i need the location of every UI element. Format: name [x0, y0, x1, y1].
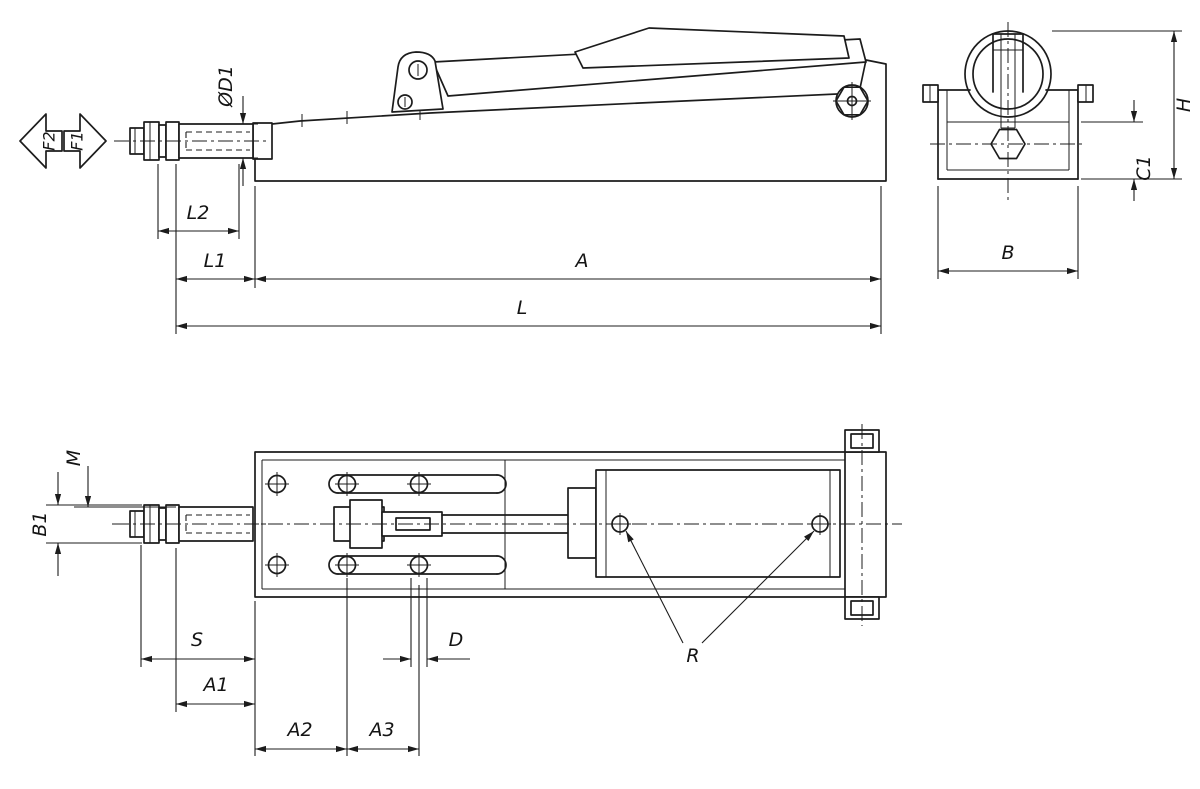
- dim-h: H: [1052, 30, 1195, 180]
- dim-label-a: A: [574, 250, 589, 272]
- handle-grip: [574, 27, 850, 69]
- dim-label-l: L: [517, 297, 528, 319]
- dim-s: S: [140, 545, 256, 756]
- screw-hole: [265, 472, 289, 496]
- dim-label-a1: A1: [201, 674, 228, 696]
- screw-holes: [265, 472, 431, 577]
- dim-a1: A1: [175, 548, 255, 712]
- force-arrow-f1-shape: [63, 113, 107, 169]
- dim-d: D: [383, 578, 470, 667]
- dim-label-l1: L1: [204, 250, 227, 272]
- dim-label-r: R: [686, 645, 699, 667]
- dim-label-b1: B1: [29, 511, 51, 536]
- spindle-top: [113, 504, 269, 544]
- piston-rod: [441, 514, 569, 534]
- dim-label-m: M: [63, 450, 85, 466]
- end-view: H C1 B: [922, 22, 1195, 279]
- dim-label-h: H: [1173, 98, 1195, 112]
- dim-m: M: [63, 450, 176, 508]
- dim-b: B: [937, 186, 1079, 279]
- dim-b1: B1: [29, 472, 142, 576]
- end-bracket: [844, 424, 880, 626]
- dim-a2: A2: [255, 578, 348, 756]
- cylinder-neck: [567, 487, 597, 559]
- force-label-f1: F1: [68, 131, 87, 150]
- dim-label-b: B: [1001, 242, 1014, 264]
- dim-label-c1: C1: [1133, 155, 1155, 180]
- screw-hole: [335, 472, 359, 496]
- spindle-side: [113, 121, 269, 161]
- dim-label-s: S: [191, 629, 203, 651]
- pivot-bolt: [833, 82, 871, 120]
- side-view: F2 F1: [19, 27, 887, 334]
- force-arrow-f2-shape: [19, 113, 63, 169]
- screw-hole: [407, 472, 431, 496]
- screw-hole: [407, 553, 431, 577]
- dim-a3: A3: [347, 585, 420, 756]
- dim-label-a3: A3: [367, 719, 394, 741]
- dim-l2: L2: [157, 164, 240, 239]
- screw-hole: [335, 553, 359, 577]
- force-label-f2: F2: [40, 131, 59, 150]
- dim-a: A: [255, 186, 882, 334]
- force-arrow-f1: F1: [63, 113, 107, 169]
- dim-label-l2: L2: [187, 202, 210, 224]
- dim-l: L: [176, 297, 881, 330]
- screw-hole: [265, 553, 289, 577]
- dim-label-d: D: [449, 629, 464, 651]
- dim-d1: ØD1: [215, 65, 258, 186]
- dim-c1: C1: [1081, 100, 1155, 201]
- top-view: M B1 S A1 A2: [29, 424, 902, 756]
- force-arrow-f2: F2: [19, 113, 63, 169]
- dim-l1: L1: [175, 164, 256, 334]
- dim-label-a2: A2: [285, 719, 312, 741]
- r-callout: R: [625, 530, 815, 667]
- dim-label-d1: ØD1: [215, 65, 237, 108]
